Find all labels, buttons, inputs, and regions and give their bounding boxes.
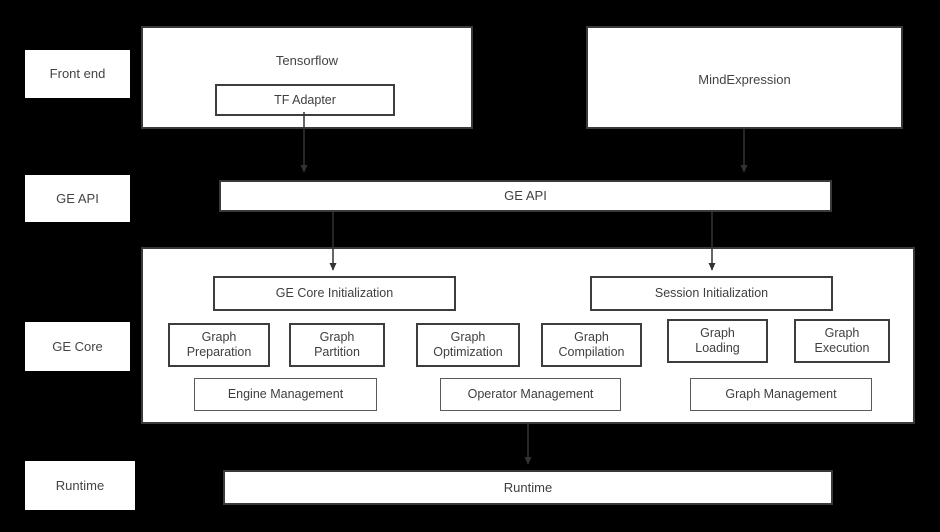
graph-loading-box[interactable]: Graph Loading [667,319,768,363]
rail-label-runtime: Runtime [25,461,135,510]
rail-label-front-end-text: Front end [49,66,106,82]
graph-partition-line1: Graph [319,330,355,345]
graph-optimization-box[interactable]: Graph Optimization [416,323,520,367]
tf-adapter-label: TF Adapter [274,92,336,107]
tensorflow-title: Tensorflow [275,53,339,68]
graph-partition-line2: Partition [314,345,360,359]
rail-label-runtime-text: Runtime [55,477,105,493]
ge-core-initialization-label: GE Core Initialization [275,286,394,301]
graph-execution-line1: Graph [824,326,860,341]
rail-label-front-end: Front end [25,50,130,98]
graph-partition-box[interactable]: Graph Partition [289,323,385,367]
tf-adapter-box[interactable]: TF Adapter [215,84,395,116]
graph-loading-line1: Graph [700,326,735,341]
mindexpression-group: MindExpression [586,26,903,129]
rail-label-ge-api: GE API [25,175,130,222]
rail-label-ge-core: GE Core [25,322,130,371]
engine-management-label: Engine Management [227,387,344,402]
ge-core-initialization-box[interactable]: GE Core Initialization [213,276,456,311]
graph-management-label: Graph Management [725,387,837,402]
graph-loading-line2: Loading [695,341,740,355]
graph-compilation-box[interactable]: Graph Compilation [541,323,642,367]
ge-core-group: GE Core Initialization Session Initializ… [141,247,915,424]
rail-label-ge-core-text: GE Core [52,338,103,354]
graph-preparation-line1: Graph [201,330,237,345]
graph-optimization-line2: Optimization [433,345,503,359]
graph-preparation-line2: Preparation [186,345,252,359]
ge-api-bar[interactable]: GE API [219,180,832,212]
graph-preparation-box[interactable]: Graph Preparation [168,323,270,367]
graph-compilation-line1: Graph [574,330,609,345]
graph-management-box[interactable]: Graph Management [690,378,872,411]
operator-management-box[interactable]: Operator Management [440,378,621,411]
graph-optimization-line1: Graph [450,330,486,345]
mindexpression-title: MindExpression [698,72,791,87]
ge-api-bar-label: GE API [504,188,547,204]
session-initialization-box[interactable]: Session Initialization [590,276,833,311]
engine-management-box[interactable]: Engine Management [194,378,377,411]
rail-label-ge-api-text: GE API [56,190,99,206]
graph-execution-box[interactable]: Graph Execution [794,319,890,363]
runtime-bar[interactable]: Runtime [223,470,833,505]
session-initialization-label: Session Initialization [654,286,769,301]
graph-execution-line2: Execution [814,341,870,355]
tensorflow-group: Tensorflow TF Adapter [141,26,473,129]
graph-compilation-line2: Compilation [558,345,625,359]
runtime-bar-label: Runtime [503,479,553,495]
operator-management-label: Operator Management [467,387,594,402]
